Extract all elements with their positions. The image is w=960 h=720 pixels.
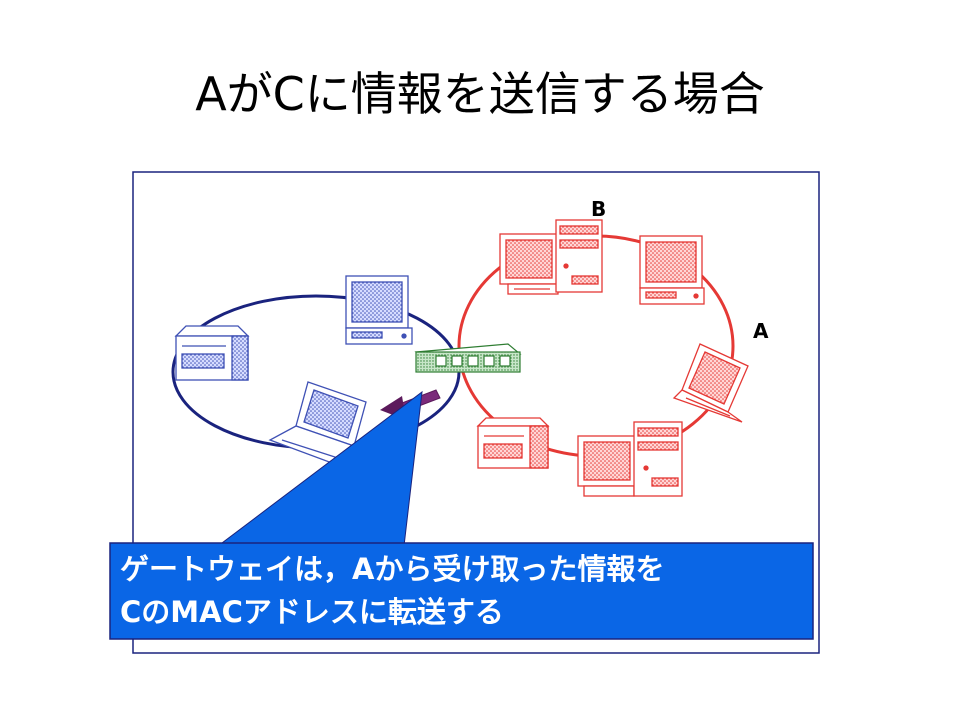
callout-text: ゲートウェイは，Aから受け取った情報を CのMACアドレスに転送する [120, 548, 810, 634]
computer-bottom-icon [577, 421, 683, 497]
laptop-left-icon [268, 381, 367, 467]
callout-line-2: CのMACアドレスに転送する [120, 595, 504, 629]
computer-top-right-icon [639, 235, 705, 305]
computer-b-icon [499, 219, 603, 295]
computer-c-icon [345, 275, 413, 345]
printer-left-icon [174, 325, 250, 381]
callout-line-1: ゲートウェイは，Aから受け取った情報を [120, 552, 665, 586]
printer-right-icon [476, 417, 550, 469]
laptop-a-icon [672, 343, 749, 423]
label-b: B [591, 197, 606, 221]
callout-box [109, 542, 814, 640]
label-a: A [753, 319, 769, 343]
slide-title: AがCに情報を送信する場合 [195, 67, 765, 121]
gateway-icon [414, 343, 522, 373]
